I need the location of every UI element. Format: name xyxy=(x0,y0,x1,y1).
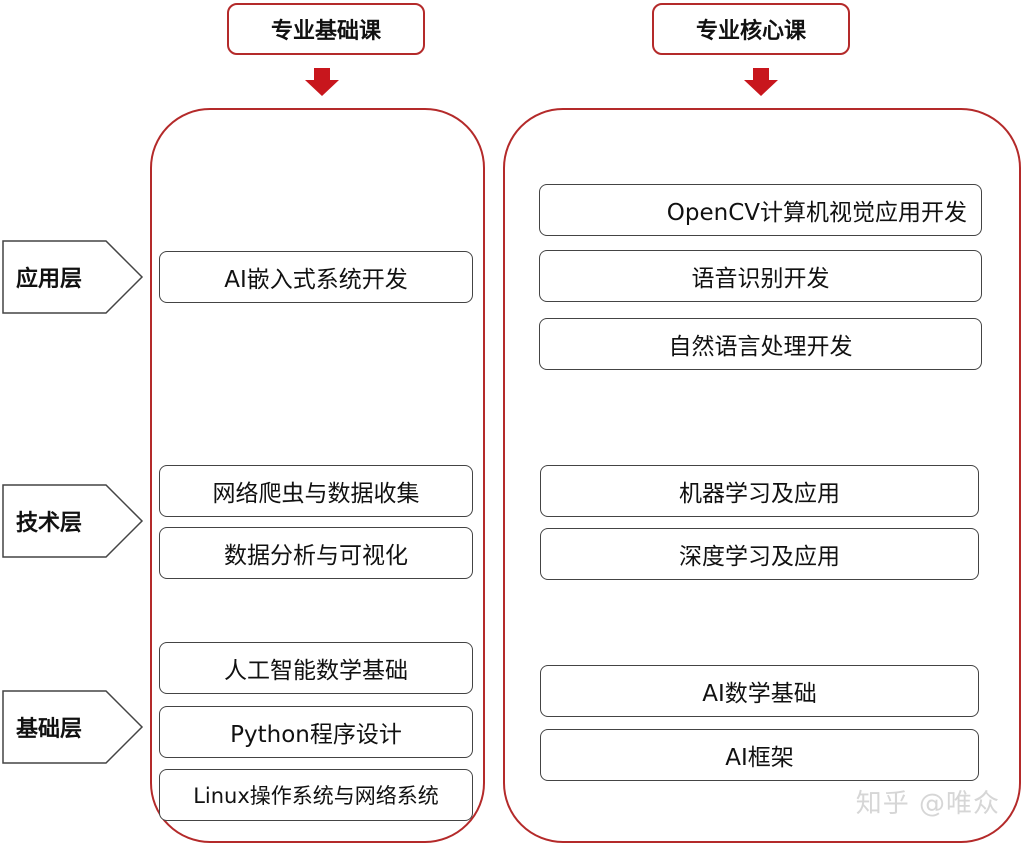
core-header-label: 专业核心课 xyxy=(695,19,806,44)
course-label: 语音识别开发 xyxy=(691,266,830,292)
course-label: 机器学习及应用 xyxy=(679,481,840,507)
course-label: 网络爬虫与数据收集 xyxy=(212,481,420,507)
course-label: 数据分析与可视化 xyxy=(224,543,408,569)
course-label: 深度学习及应用 xyxy=(679,544,840,570)
foundation-header: 专业基础课 xyxy=(227,3,425,55)
layer-basic-arrow-shape xyxy=(2,690,144,764)
foundation-header-label: 专业基础课 xyxy=(270,19,381,44)
course-machine-learning: 机器学习及应用 xyxy=(540,465,979,517)
course-python: Python程序设计 xyxy=(159,706,473,758)
course-opencv: OpenCV计算机视觉应用开发 xyxy=(539,184,982,236)
foundation-panel xyxy=(150,108,485,843)
layer-technology-label: 技术层 xyxy=(16,511,83,536)
core-header: 专业核心课 xyxy=(652,3,850,55)
layer-basic: 基础层 xyxy=(2,690,144,764)
course-nlp: 自然语言处理开发 xyxy=(539,318,982,370)
course-deep-learning: 深度学习及应用 xyxy=(540,528,979,580)
course-speech-recognition: 语音识别开发 xyxy=(539,250,982,302)
layer-application: 应用层 xyxy=(2,240,144,314)
course-label: AI框架 xyxy=(725,745,794,771)
layer-technology: 技术层 xyxy=(2,484,144,558)
course-web-crawler: 网络爬虫与数据收集 xyxy=(159,465,473,517)
core-panel xyxy=(503,108,1021,843)
course-ai-math: AI数学基础 xyxy=(540,665,979,717)
course-linux: Linux操作系统与网络系统 xyxy=(159,769,473,821)
layer-technology-arrow-shape xyxy=(2,484,144,558)
course-label: 自然语言处理开发 xyxy=(668,334,853,360)
course-label: 人工智能数学基础 xyxy=(224,658,408,684)
course-ai-framework: AI框架 xyxy=(540,729,979,781)
layer-basic-label: 基础层 xyxy=(16,717,83,742)
course-label: Python程序设计 xyxy=(230,722,402,748)
course-label: AI数学基础 xyxy=(702,681,817,707)
course-label: AI嵌入式系统开发 xyxy=(224,267,408,293)
core-down-arrow-icon xyxy=(744,68,778,96)
watermark: 知乎 @唯众 xyxy=(855,789,1000,819)
layer-application-label: 应用层 xyxy=(16,267,83,292)
course-ai-embedded: AI嵌入式系统开发 xyxy=(159,251,473,303)
course-label: Linux操作系统与网络系统 xyxy=(193,784,439,808)
course-ai-math-foundation: 人工智能数学基础 xyxy=(159,642,473,694)
layer-application-arrow-shape xyxy=(2,240,144,314)
course-label: OpenCV计算机视觉应用开发 xyxy=(666,200,967,226)
foundation-down-arrow-icon xyxy=(305,68,339,96)
course-data-analysis: 数据分析与可视化 xyxy=(159,527,473,579)
